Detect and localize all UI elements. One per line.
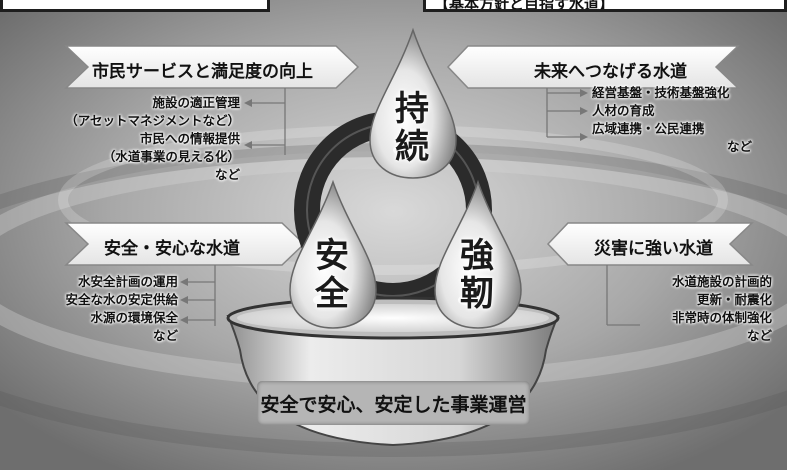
list-top-left: 施設の適正管理 （アセットマネジメントなど） 市民への情報提供 （水道事業の見え… xyxy=(60,94,240,184)
top-right-box: 【基本方針と目指す水道】 xyxy=(423,0,787,12)
list-item: 安全な水の安定供給 xyxy=(65,292,178,307)
arrow-label-mid-left: 安全・安心な水道 xyxy=(104,239,240,259)
list-item: など xyxy=(152,328,178,343)
list-item: 広域連携・公民連携 xyxy=(592,121,705,136)
connector-arrowheads xyxy=(180,89,588,324)
drop-top-char-2: 続 xyxy=(395,127,429,167)
list-item: など xyxy=(746,328,772,343)
arrow-label-top-left: 市民サービスと満足度の向上 xyxy=(92,62,313,82)
arrow-label-mid-right: 災害に強い水道 xyxy=(594,239,713,259)
list-item: 人材の育成 xyxy=(592,103,655,118)
list-item: （水道事業の見える化） xyxy=(102,149,240,164)
drop-right-char-2: 靭 xyxy=(460,274,494,314)
drop-right-text: 強 靭 xyxy=(460,237,494,313)
drop-top xyxy=(369,27,457,179)
top-left-box xyxy=(0,0,270,12)
list-item: 水安全計画の運用 xyxy=(77,274,178,289)
drop-left xyxy=(289,179,377,329)
arrow-top-left xyxy=(64,45,360,89)
list-top-right: 経営基盤・技術基盤強化 人材の育成 広域連携・公民連携 など xyxy=(592,84,772,156)
list-item: 更新・耐震化 xyxy=(696,292,772,307)
list-item: など xyxy=(214,167,240,182)
list-bottom-right: 水道施設の計画的 更新・耐震化 非常時の体制強化 など xyxy=(600,273,772,345)
list-item: 市民への情報提供 xyxy=(139,131,240,146)
drop-right-char-1: 強 xyxy=(460,236,494,276)
basin-label: 安全で安心、安定した事業運営 xyxy=(257,381,530,425)
connector-lines xyxy=(188,88,640,326)
drop-top-char-1: 持 xyxy=(395,89,429,129)
list-item: 水源の環境保全 xyxy=(90,310,178,325)
drop-left-text: 安 全 xyxy=(315,237,349,313)
arrow-mid-left xyxy=(64,222,306,266)
list-item: 非常時の体制強化 xyxy=(671,310,772,325)
list-item: 水道施設の計画的 xyxy=(671,274,772,289)
list-bottom-left: 水安全計画の運用 安全な水の安定供給 水源の環境保全 など xyxy=(30,273,178,345)
drop-right xyxy=(434,179,522,329)
top-right-box-text: 【基本方針と目指す水道】 xyxy=(434,0,615,12)
drop-left-char-2: 全 xyxy=(315,274,349,314)
arrow-mid-right xyxy=(546,222,754,266)
drop-top-text: 持 続 xyxy=(395,90,429,166)
list-item: 施設の適正管理 xyxy=(152,95,240,110)
drop-left-char-1: 安 xyxy=(315,236,349,276)
list-item: など xyxy=(726,139,752,154)
arrow-label-top-right: 未来へつなげる水道 xyxy=(534,62,687,82)
list-item: （アセットマネジメントなど） xyxy=(65,113,240,128)
arrow-top-right xyxy=(446,45,740,89)
list-item: 経営基盤・技術基盤強化 xyxy=(592,85,730,100)
